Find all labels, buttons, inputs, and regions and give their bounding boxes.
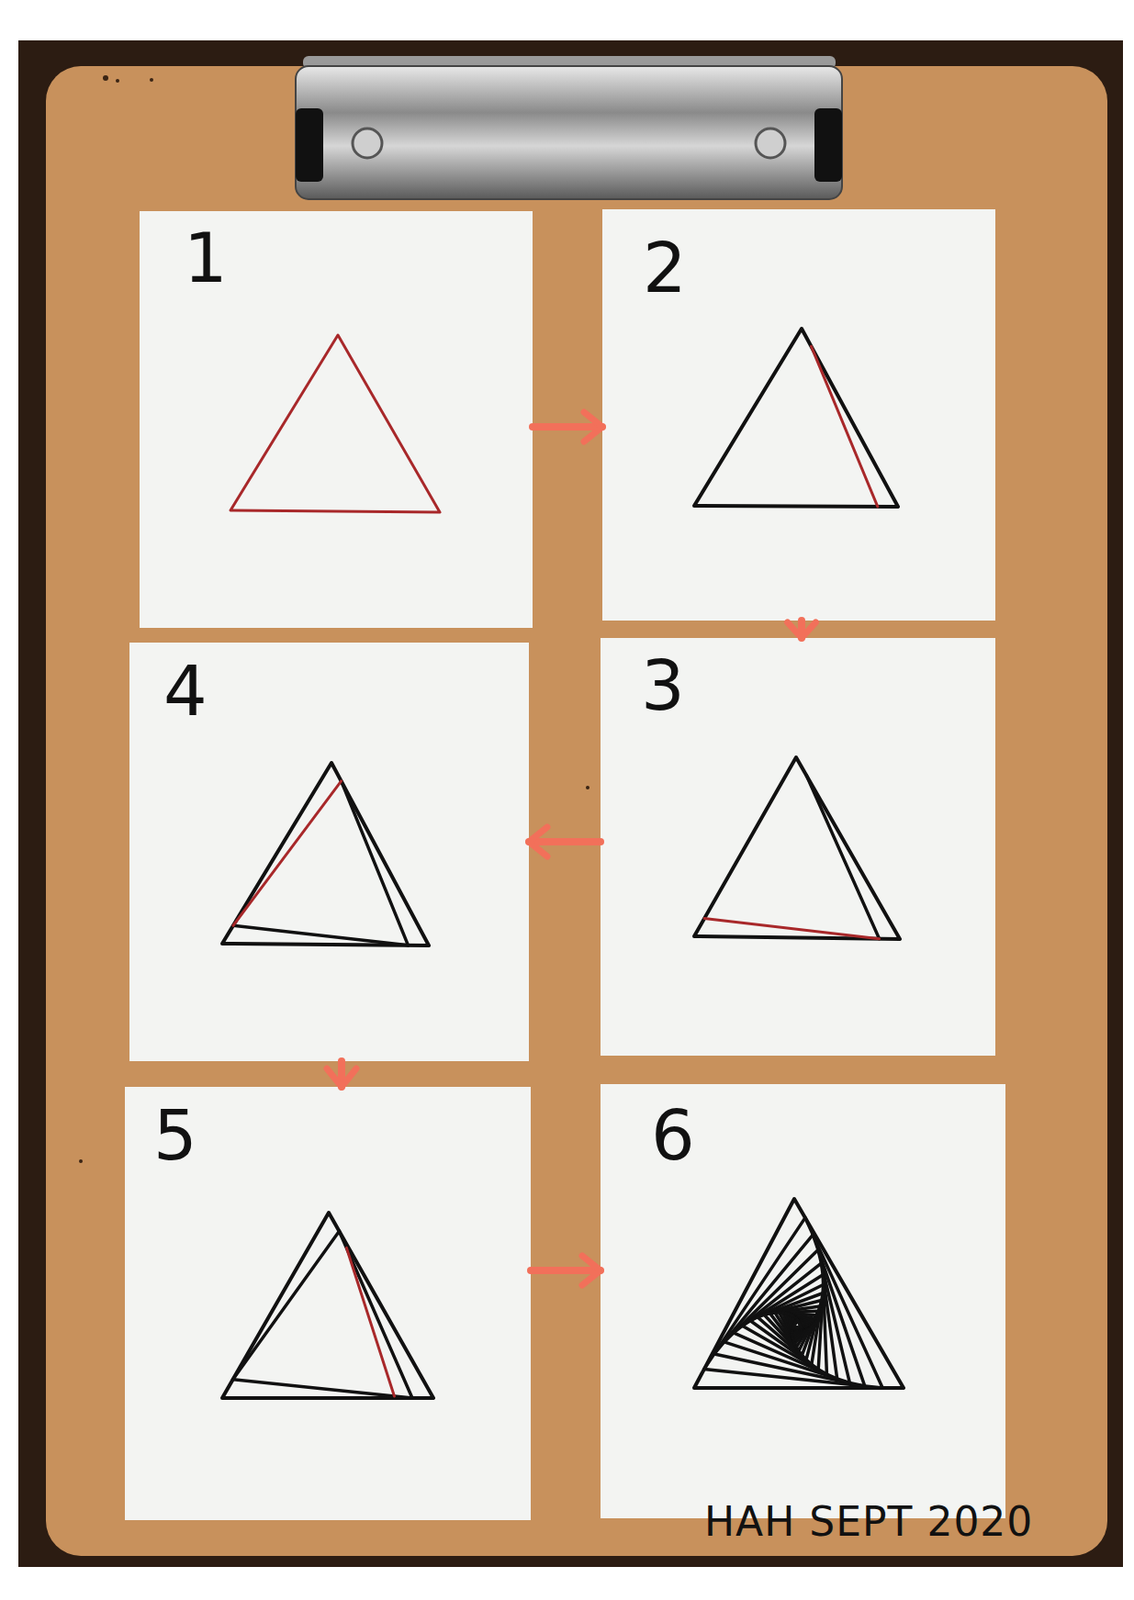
spiral-line <box>818 1250 850 1384</box>
paper-card <box>600 638 996 1056</box>
arrow-shaft <box>532 423 603 431</box>
step-number: 6 <box>651 1101 696 1171</box>
outer-triangle <box>694 1199 904 1389</box>
step-card: 1 <box>139 211 533 629</box>
arrow-head <box>528 827 548 857</box>
speckle <box>78 1159 83 1164</box>
step-arrow <box>326 1061 357 1088</box>
board-speckles <box>78 75 590 1164</box>
step-number: 2 <box>642 234 687 304</box>
speckle <box>115 78 120 83</box>
paper-card <box>124 1087 531 1521</box>
spiral-line <box>233 925 409 946</box>
step-arrow <box>787 620 817 639</box>
outer-triangle <box>222 1212 434 1399</box>
spiral-line <box>797 1320 801 1328</box>
wood-background <box>18 40 1123 1568</box>
step-card: 2 <box>602 209 996 621</box>
spiral-line <box>233 1380 413 1399</box>
arrow-head <box>787 622 817 639</box>
clip-plate <box>295 66 843 200</box>
clip-cap <box>814 108 843 182</box>
spiral-line <box>338 1231 413 1399</box>
spiral-line <box>795 1318 805 1328</box>
arrow-head <box>326 1068 357 1088</box>
spiral-line <box>820 1263 837 1380</box>
arrow-head <box>582 1256 601 1286</box>
spiral-line <box>233 781 342 926</box>
clip-cap <box>295 108 324 182</box>
outer-triangle <box>230 335 440 513</box>
triangle-drawings <box>222 328 904 1399</box>
spiral-line <box>346 1247 394 1397</box>
step-number: 5 <box>153 1101 198 1171</box>
clip-rivet <box>755 128 786 158</box>
step-card: 5 <box>124 1087 531 1521</box>
arrow-shaft <box>530 1267 601 1275</box>
step-card: 4 <box>129 642 529 1062</box>
step-number: 1 <box>183 224 228 293</box>
step-number: 4 <box>163 657 208 727</box>
spiral-line <box>233 1231 340 1381</box>
step-card: 3 <box>600 638 996 1056</box>
step-number: 3 <box>640 651 685 721</box>
step-arrow <box>528 827 601 857</box>
outer-triangle <box>222 763 429 946</box>
clipboard-board <box>45 66 1108 1557</box>
arrow-head <box>583 412 603 442</box>
paper-card <box>600 1084 1006 1519</box>
step-card: 6 <box>600 1084 1006 1519</box>
step-arrow <box>530 1256 601 1286</box>
paper-cards <box>124 209 1006 1521</box>
spiral-line <box>763 1301 822 1316</box>
paper-card <box>129 642 529 1062</box>
clip-rivet <box>352 128 382 158</box>
outer-triangle <box>694 328 899 507</box>
paper-card <box>139 211 533 629</box>
step-arrow <box>532 412 603 442</box>
speckle <box>585 785 590 790</box>
spiral-line <box>811 346 878 507</box>
speckle <box>102 75 109 81</box>
spiral-line <box>341 781 409 946</box>
paper-card <box>602 209 996 621</box>
spiral-line <box>704 919 880 940</box>
arrow-shaft <box>528 838 601 846</box>
speckle <box>149 78 154 82</box>
spiral-line <box>806 775 879 940</box>
signature: HAH SEPT 2020 <box>704 1502 1033 1543</box>
outer-triangle <box>694 757 900 940</box>
board-clip <box>295 56 843 200</box>
